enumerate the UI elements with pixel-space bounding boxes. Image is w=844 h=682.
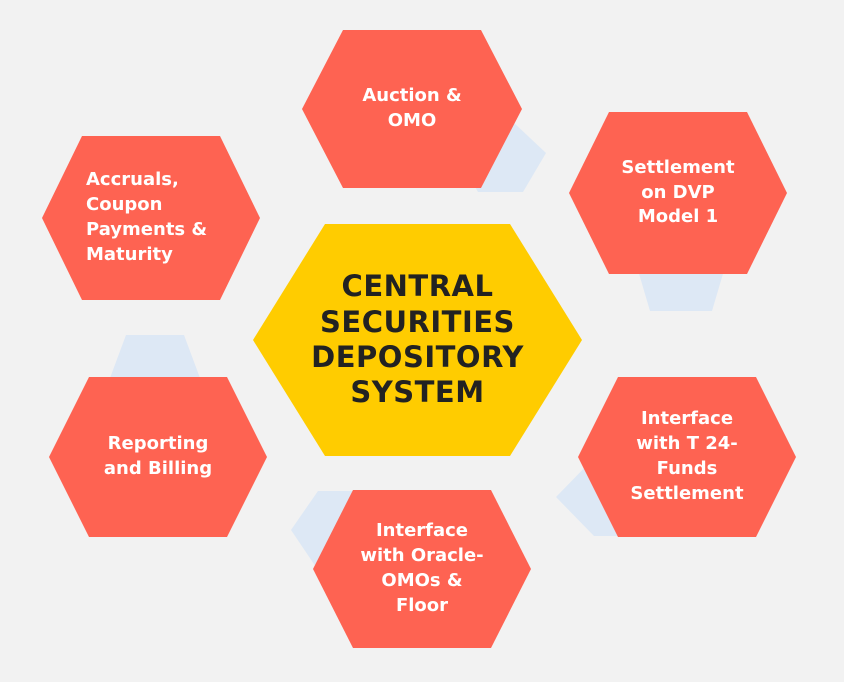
- hexagon-oracle: [313, 490, 531, 648]
- node-label-t24: Interface with T 24- Funds Settlement: [578, 377, 796, 537]
- center-label: CENTRAL SECURITIES DEPOSITORY SYSTEM: [253, 224, 582, 456]
- node-text-auction: Auction & OMO: [362, 85, 462, 131]
- node-label-settlement: Settlement on DVP Model 1: [569, 112, 787, 274]
- hexagon-auction: [302, 30, 522, 188]
- hexagon-t24: [578, 377, 796, 537]
- hexagon-center: [253, 224, 582, 456]
- hexagon-reporting: [49, 377, 267, 537]
- node-text-t24: Interface with T 24- Funds Settlement: [630, 408, 744, 504]
- node-text-settlement: Settlement on DVP Model 1: [621, 156, 735, 228]
- node-text-reporting: Reporting and Billing: [103, 433, 213, 479]
- hexagon-accruals: [42, 136, 260, 300]
- center-title: CENTRAL SECURITIES DEPOSITORY SYSTEM: [311, 269, 524, 410]
- node-label-accruals: Accruals, Coupon Payments & Maturity: [42, 136, 260, 300]
- node-label-auction: Auction & OMO: [302, 30, 522, 188]
- node-text-oracle: Interface with Oracle- OMOs & Floor: [360, 520, 484, 616]
- node-label-reporting: Reporting and Billing: [49, 377, 267, 537]
- node-label-oracle: Interface with Oracle- OMOs & Floor: [313, 490, 531, 648]
- accent-hexagon-reporting: [110, 335, 200, 378]
- hexagon-settlement: [569, 112, 787, 274]
- node-text-accruals: Accruals, Coupon Payments & Maturity: [86, 169, 208, 265]
